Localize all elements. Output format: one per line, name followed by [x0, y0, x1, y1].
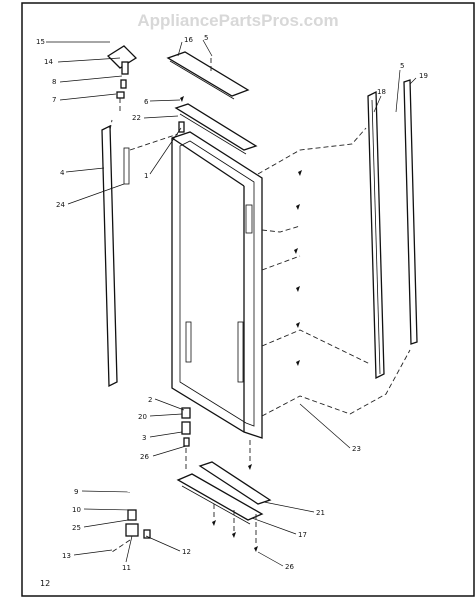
- bottom-hinge: [125, 407, 191, 539]
- top-hinge: [106, 45, 138, 99]
- callout-8: 8: [52, 78, 56, 86]
- callout-18: 18: [377, 88, 386, 96]
- callout-24: 24: [56, 201, 65, 209]
- page-number: 12: [40, 579, 50, 588]
- callout-7: 7: [52, 96, 56, 104]
- screws: [180, 96, 302, 552]
- assembly-lines: [109, 58, 411, 553]
- callout-15: 15: [36, 38, 45, 46]
- callout-23: 23: [352, 445, 361, 453]
- callout-5-right: 5: [400, 62, 404, 70]
- callout-6: 6: [144, 98, 149, 106]
- callout-13: 13: [62, 552, 71, 560]
- callout-9: 9: [74, 488, 78, 496]
- door-panel: [171, 131, 263, 439]
- page-border: [21, 2, 475, 597]
- callout-10: 10: [72, 506, 81, 514]
- callout-11: 11: [122, 564, 131, 572]
- callout-21: 21: [316, 509, 325, 517]
- right-gasket-strips: [367, 79, 418, 380]
- callout-12: 12: [182, 548, 191, 556]
- callout-25: 25: [72, 524, 81, 532]
- callout-16: 16: [184, 36, 193, 44]
- leader-lines: [46, 39, 417, 567]
- callout-1: 1: [144, 172, 148, 180]
- callout-20: 20: [138, 413, 147, 421]
- callout-3: 3: [142, 434, 146, 442]
- callout-2: 2: [148, 396, 152, 404]
- top-channel: [166, 51, 258, 155]
- callout-19: 19: [419, 72, 428, 80]
- callout-17: 17: [298, 531, 307, 539]
- callout-22: 22: [132, 114, 141, 122]
- callout-5: 5: [204, 34, 208, 42]
- callout-14: 14: [44, 58, 53, 66]
- watermark: AppliancePartsPros.com: [137, 11, 338, 30]
- callout-26: 26: [140, 453, 149, 461]
- callout-labels: 15 14 8 7 16 5 6 22 1 4 24 18 5 19 2 20 …: [36, 34, 428, 572]
- callout-26-bottom: 26: [285, 563, 294, 571]
- bottom-channel: [176, 461, 272, 525]
- left-gasket-strip: [101, 124, 130, 388]
- callout-4: 4: [60, 169, 65, 177]
